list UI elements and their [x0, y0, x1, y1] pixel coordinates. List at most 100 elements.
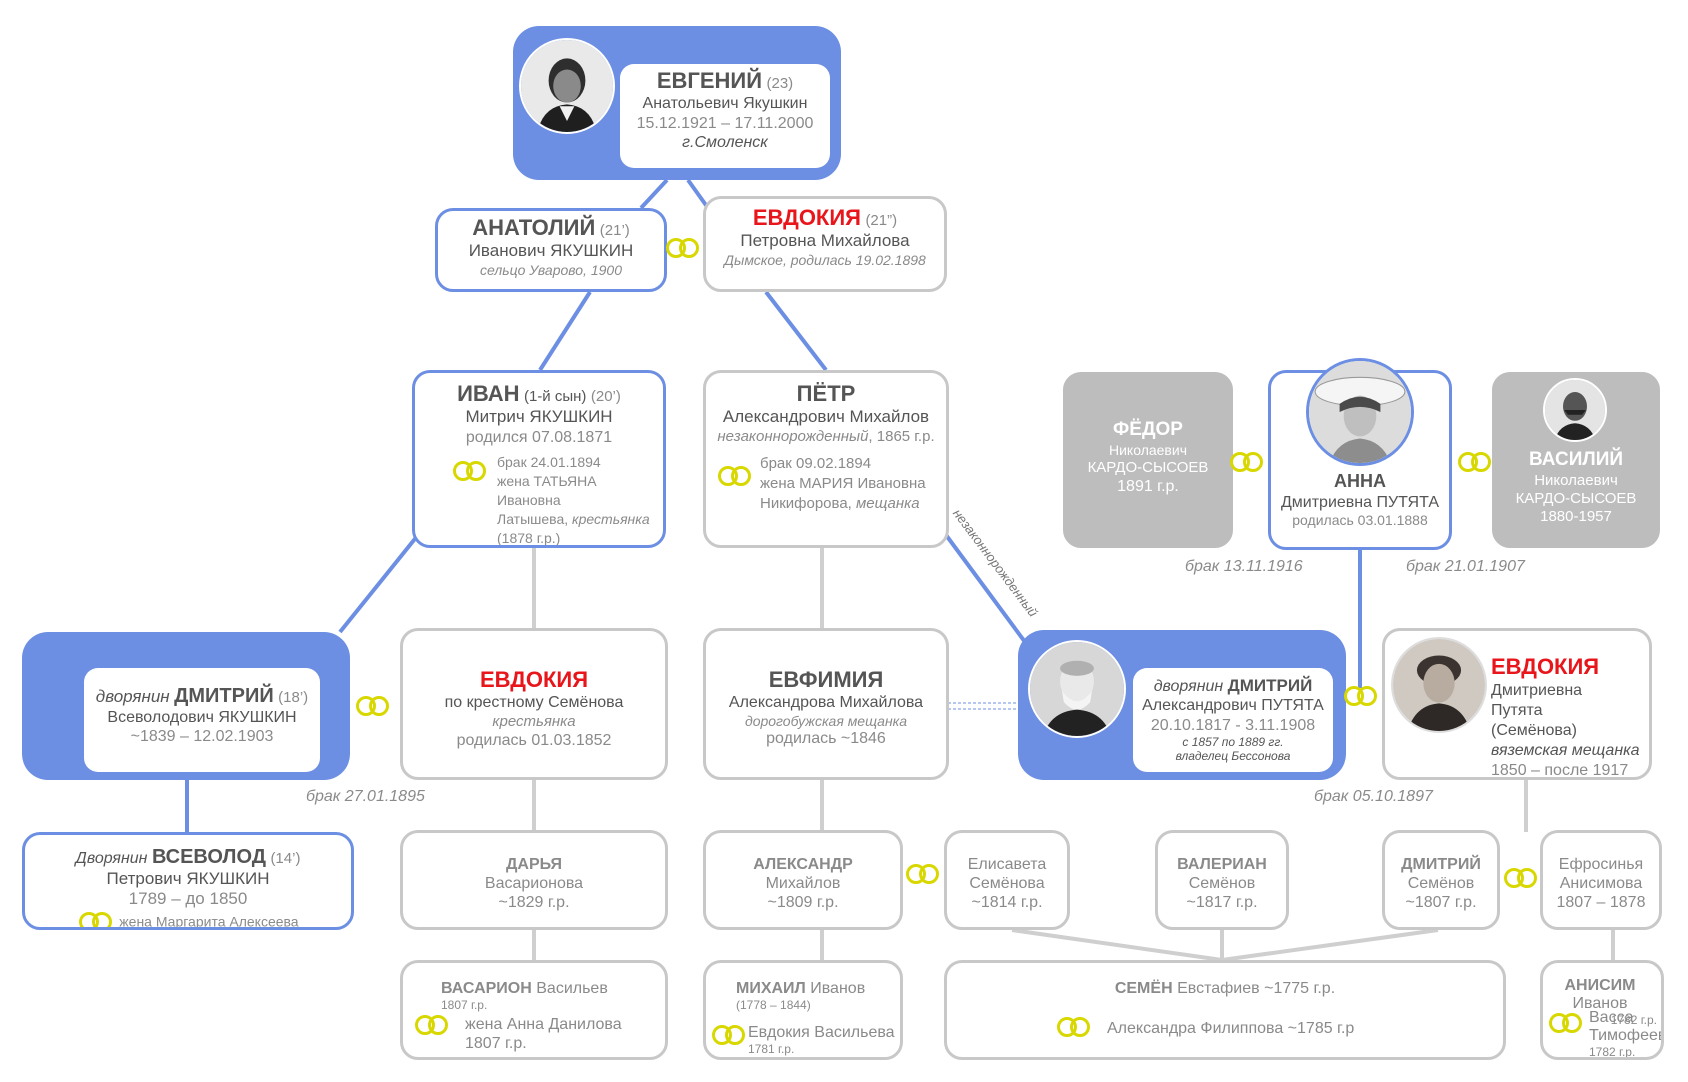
petr-wife: жена МАРИЯ Ивановна	[760, 475, 926, 493]
ivan-marriage-date: брак 24.01.1894	[497, 453, 601, 470]
evdokia2-name: ЕВДОКИЯ	[479, 667, 589, 692]
anna-born: родилась 03.01.1888	[1292, 511, 1428, 528]
evdokia3-patronymic: Дмитриевна	[1491, 681, 1583, 699]
vasarion-card[interactable]: ВАСАРИОН Васильев 1807 г.р. жена Анна Да…	[400, 960, 668, 1060]
wedding-rings-icon	[710, 1023, 750, 1051]
evdokia1-patronymic: Петровна Михайлова	[740, 231, 910, 251]
elisaveta-name: Елисавета	[967, 856, 1047, 873]
wedding-rings-icon	[354, 694, 394, 722]
evgeny-portrait	[519, 38, 615, 134]
semen-wife-born: ~1785 г.р	[1287, 1020, 1355, 1037]
mikhail-card[interactable]: МИХАИЛ Иванов (1778 – 1844) Евдокия Васи…	[703, 960, 903, 1060]
anna-portrait	[1306, 358, 1414, 466]
dmitryP-dates: 20.10.1817 - 3.11.1908	[1150, 716, 1316, 734]
ivan-wife-origin: Латышева, крестьянка	[497, 510, 650, 527]
dmitryP-note2: владелец Бессонова	[1175, 749, 1291, 764]
anatoly-name: АНАТОЛИЙ	[472, 215, 596, 240]
evfimia-born: родилась ~1846	[766, 730, 886, 748]
petr-born: незаконнорожденный, 1865 г.р.	[717, 427, 935, 445]
efrosinya-name: Ефросинья	[1558, 856, 1644, 873]
mikhail-name: МИХАИЛ	[736, 980, 806, 997]
anisim-card[interactable]: АНИСИМ Иванов 1782 г.р. Васса Тимофеева …	[1540, 960, 1664, 1060]
valerian-name: ВАЛЕРИАН	[1177, 856, 1267, 873]
alexandr-card[interactable]: АЛЕКСАНДР Михайлов ~1809 г.р.	[703, 830, 903, 930]
evdokia1-card[interactable]: ЕВДОКИЯ (21”) Петровна Михайлова Дымское…	[703, 196, 947, 292]
wedding-rings-icon	[413, 1013, 453, 1041]
valerian-card[interactable]: ВАЛЕРИАН Семёнов ~1817 г.р.	[1155, 830, 1289, 930]
valerian-patronymic: Семёнов	[1188, 875, 1256, 893]
petr-name: ПЁТР	[796, 381, 856, 406]
vasarion-patronymic: Васильев	[536, 980, 608, 997]
ivan-card[interactable]: ИВАН (1-й сын) (20’) Митрич ЯКУШКИН роди…	[412, 370, 666, 548]
evgeny-name: ЕВГЕНИЙ	[656, 68, 763, 93]
semen-wife: Александра Филиппова	[1107, 1020, 1284, 1037]
anisim-name: АНИСИМ	[1564, 977, 1636, 994]
efrosinya-patronymic: Анисимова	[1559, 875, 1643, 893]
mikhail-patronymic: Иванов	[810, 980, 866, 997]
vasily-patronymic: Николаевич	[1534, 471, 1618, 489]
wedding-rings-icon	[716, 464, 756, 492]
darya-born: ~1829 г.р.	[498, 894, 570, 912]
marriage-label-1895: брак 27.01.1895	[306, 788, 425, 805]
wedding-rings-icon	[664, 236, 704, 264]
elisaveta-patronymic: Семёнова	[969, 875, 1045, 893]
vsevolod-title: Дворянин	[75, 850, 148, 867]
vsevolod-card[interactable]: Дворянин ВСЕВОЛОД (14’) Петрович ЯКУШКИН…	[22, 832, 354, 930]
fedor-card[interactable]: ФЁДОР Николаевич КАРДО-СЫСОЕВ 1891 г.р.	[1063, 372, 1233, 548]
ivan-wife-born: (1878 г.р.)	[497, 529, 561, 546]
marriage-label-1907: брак 21.01.1907	[1406, 558, 1525, 575]
evdokia1-generation: (21”)	[865, 212, 898, 229]
vasarion-name: ВАСАРИОН	[441, 980, 532, 997]
wedding-rings-icon	[1456, 450, 1496, 478]
ivan-son-note: (1-й сын)	[523, 388, 587, 405]
wedding-rings-icon	[1502, 866, 1542, 894]
evdokia2-card[interactable]: ЕВДОКИЯ по крестному Семёнова крестьянка…	[400, 628, 668, 780]
evdokia3-name: ЕВДОКИЯ	[1491, 654, 1600, 679]
petr-wife-origin: Никифорова, мещанка	[760, 495, 920, 513]
vsevolod-generation: (14’)	[270, 850, 301, 867]
dmitry18-name: ДМИТРИЙ	[174, 685, 274, 707]
semen-card[interactable]: СЕМЁН Евстафиев ~1775 г.р. Александра Фи…	[944, 960, 1506, 1060]
evdokia3-maiden: (Семёнова)	[1491, 721, 1577, 739]
evdokia3-estate: вяземская мещанка	[1491, 741, 1640, 759]
anisim-born: 1782 г.р.	[1610, 1012, 1657, 1027]
dmitryP-portrait	[1028, 640, 1126, 738]
wedding-rings-icon	[904, 862, 944, 890]
darya-card[interactable]: ДАРЬЯ Васарионова ~1829 г.р.	[400, 830, 668, 930]
evgeny-place: г.Смоленск	[682, 133, 768, 151]
dmitryP-info: дворянин ДМИТРИЙ Александрович ПУТЯТА 20…	[1133, 668, 1333, 772]
ivan-name: ИВАН	[457, 381, 520, 406]
dmitryS-name: ДМИТРИЙ	[1401, 856, 1481, 873]
vsevolod-patronymic: Петрович ЯКУШКИН	[106, 869, 270, 888]
mikhail-wife: Евдокия Васильева	[748, 1024, 895, 1041]
alexandr-name: АЛЕКСАНДР	[753, 856, 853, 873]
evfimia-card[interactable]: ЕВФИМИЯ Александрова Михайлова дорогобуж…	[703, 628, 949, 780]
dmitryP-note1: с 1857 по 1889 гг.	[1182, 734, 1284, 749]
dmitryP-title: дворянин	[1153, 678, 1224, 695]
dmitry18-title: дворянин	[95, 687, 170, 706]
wedding-rings-icon	[77, 910, 115, 927]
darya-patronymic: Васарионова	[484, 875, 584, 893]
semen-name: СЕМЁН	[1114, 980, 1173, 997]
evdokia3-card[interactable]: ЕВДОКИЯ Дмитриевна Путята (Семёнова) вяз…	[1382, 628, 1652, 780]
evgeny-dates: 15.12.1921 – 17.11.2000	[636, 114, 814, 132]
semen-born: ~1775 г.р.	[1264, 980, 1336, 997]
alexandr-born: ~1809 г.р.	[767, 894, 839, 912]
anatoly-card[interactable]: АНАТОЛИЙ (21’) Иванович ЯКУШКИН сельцо У…	[435, 208, 667, 292]
evdokia1-place: Дымское, родилась 19.02.1898	[724, 251, 926, 268]
mikhail-dates: (1778 – 1844)	[736, 998, 811, 1013]
wedding-rings-icon	[1547, 1011, 1587, 1039]
efrosinya-dates: 1807 – 1878	[1556, 894, 1646, 912]
petr-card[interactable]: ПЁТР Александрович Михайлов незаконнорож…	[703, 370, 949, 548]
anna-patronymic: Дмитриевна ПУТЯТА	[1280, 493, 1440, 511]
vsevolod-wife: жена Маргарита Алексеева	[119, 913, 299, 930]
evdokia3-dates: 1850 – после 1917	[1491, 761, 1629, 779]
valerian-born: ~1817 г.р.	[1186, 894, 1258, 912]
efrosinya-card[interactable]: Ефросинья Анисимова 1807 – 1878	[1540, 830, 1662, 930]
anatoly-patronymic: Иванович ЯКУШКИН	[468, 241, 634, 261]
anisim-wife-born: 1782 г.р.	[1589, 1044, 1636, 1059]
anatoly-place: сельцо Уварово, 1900	[480, 261, 622, 278]
dmitryS-card[interactable]: ДМИТРИЙ Семёнов ~1807 г.р.	[1382, 830, 1500, 930]
elisaveta-card[interactable]: Елисавета Семёнова ~1814 г.р.	[944, 830, 1070, 930]
